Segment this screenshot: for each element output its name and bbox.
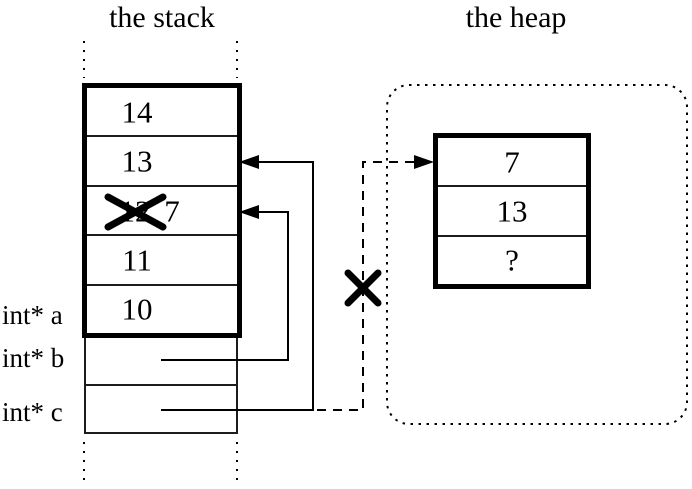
heap-cell-13: 13 xyxy=(438,185,586,234)
stack-title: the stack xyxy=(109,1,215,34)
stack-frame: 14 13 12 7 11 10 xyxy=(82,83,242,338)
heap-title: the heap xyxy=(465,1,567,34)
stack-cell-value: 13 xyxy=(121,143,153,179)
pointer-cell-c xyxy=(86,384,236,432)
stack-cell-overwritten: 12 7 xyxy=(87,184,237,234)
pointer-c-arrowhead-icon xyxy=(239,155,259,169)
pointer-cell-b xyxy=(86,338,236,384)
stack-cell-13: 13 xyxy=(87,135,237,184)
dangling-pointer-x-icon xyxy=(344,269,382,307)
heap-cell-value: 13 xyxy=(496,193,528,229)
heap-cell-7: 7 xyxy=(438,138,586,185)
pointer-b-arrowhead-icon xyxy=(239,205,259,219)
label-int-a: int* a xyxy=(2,300,63,330)
label-int-c: int* c xyxy=(2,397,63,427)
heap-cell-unknown: ? xyxy=(438,234,586,284)
heap-cell-value: 7 xyxy=(504,144,520,180)
stack-cell-11: 11 xyxy=(87,234,237,283)
dangling-pointer-arrowhead-icon xyxy=(414,155,434,169)
label-int-b: int* b xyxy=(2,343,65,373)
stack-cell-value: 11 xyxy=(122,242,152,278)
stack-cell-value: 14 xyxy=(121,94,153,130)
stack-pointer-cells xyxy=(84,338,238,434)
stack-cell-14: 14 xyxy=(87,88,237,135)
dangling-pointer-dashed-line xyxy=(317,161,416,411)
stack-cell-new-value: 7 xyxy=(164,193,180,229)
stack-cell-10: 10 xyxy=(87,283,237,333)
stack-cell-value: 10 xyxy=(121,291,153,327)
heap-cell-value: ? xyxy=(505,242,519,278)
heap-frame: 7 13 ? xyxy=(433,133,591,289)
